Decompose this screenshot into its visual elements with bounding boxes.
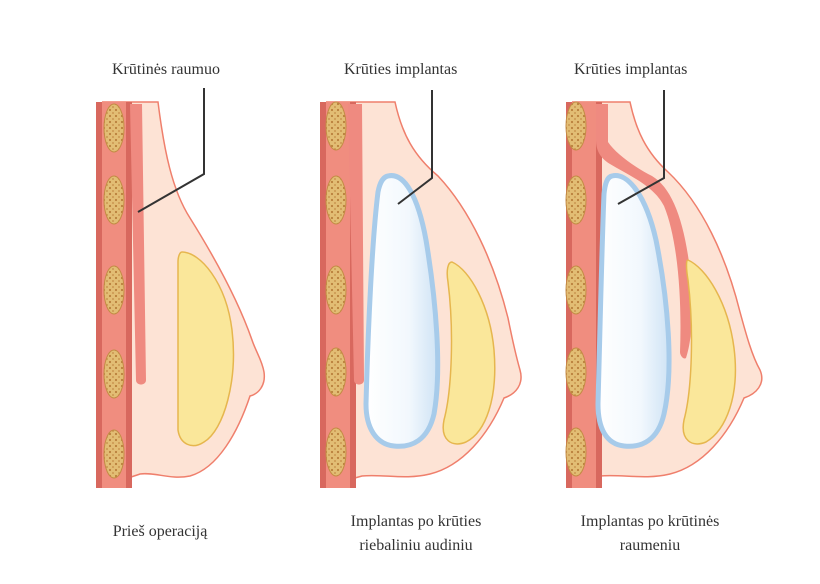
callout-leader bbox=[397, 90, 433, 205]
rib-icon bbox=[103, 349, 125, 399]
implant-icon bbox=[363, 173, 441, 449]
panel-subglandular bbox=[318, 90, 522, 490]
rib-icon bbox=[565, 427, 587, 477]
pectoral-muscle-over-implant bbox=[596, 104, 693, 359]
rib-icon bbox=[103, 265, 125, 315]
rib-icon bbox=[565, 175, 587, 225]
caption-line: Implantas po krūtinės bbox=[580, 513, 720, 530]
caption-before: Prieš operaciją bbox=[40, 520, 280, 544]
rib-icon bbox=[103, 103, 125, 153]
panel-submuscular bbox=[564, 90, 763, 490]
rib-icon bbox=[325, 101, 347, 151]
rib-icon bbox=[565, 101, 587, 151]
caption-line: Implantas po krūties bbox=[350, 513, 482, 530]
callout-label-implant-subglandular: Krūties implantas bbox=[344, 61, 458, 78]
caption-line: Prieš operaciją bbox=[112, 523, 208, 540]
caption-line: raumeniu bbox=[619, 537, 681, 554]
mammary-gland-icon bbox=[682, 259, 737, 445]
mammary-gland-icon bbox=[442, 261, 496, 445]
implant-icon bbox=[595, 173, 672, 449]
caption-submuscular: Implantas po krūtinės raumeniu bbox=[530, 510, 770, 558]
callout-leader bbox=[617, 90, 665, 205]
callout-label-muscle: Krūtinės raumuo bbox=[112, 61, 220, 78]
caption-line: riebaliniu audiniu bbox=[359, 537, 473, 554]
pectoral-muscle bbox=[348, 104, 364, 385]
rib-icon bbox=[103, 175, 125, 225]
callout-leader bbox=[137, 88, 205, 213]
panel-before bbox=[94, 88, 266, 490]
callout-label-implant-submuscular: Krūties implantas bbox=[574, 61, 688, 78]
mammary-gland-icon bbox=[177, 251, 235, 447]
rib-icon bbox=[325, 265, 347, 315]
rib-icon bbox=[565, 265, 587, 315]
caption-subglandular: Implantas po krūties riebaliniu audiniu bbox=[296, 510, 536, 558]
pectoral-muscle bbox=[130, 104, 146, 385]
rib-icon bbox=[325, 175, 347, 225]
rib-icon bbox=[565, 347, 587, 397]
rib-icon bbox=[325, 427, 347, 477]
rib-icon bbox=[325, 347, 347, 397]
rib-icon bbox=[103, 429, 125, 479]
